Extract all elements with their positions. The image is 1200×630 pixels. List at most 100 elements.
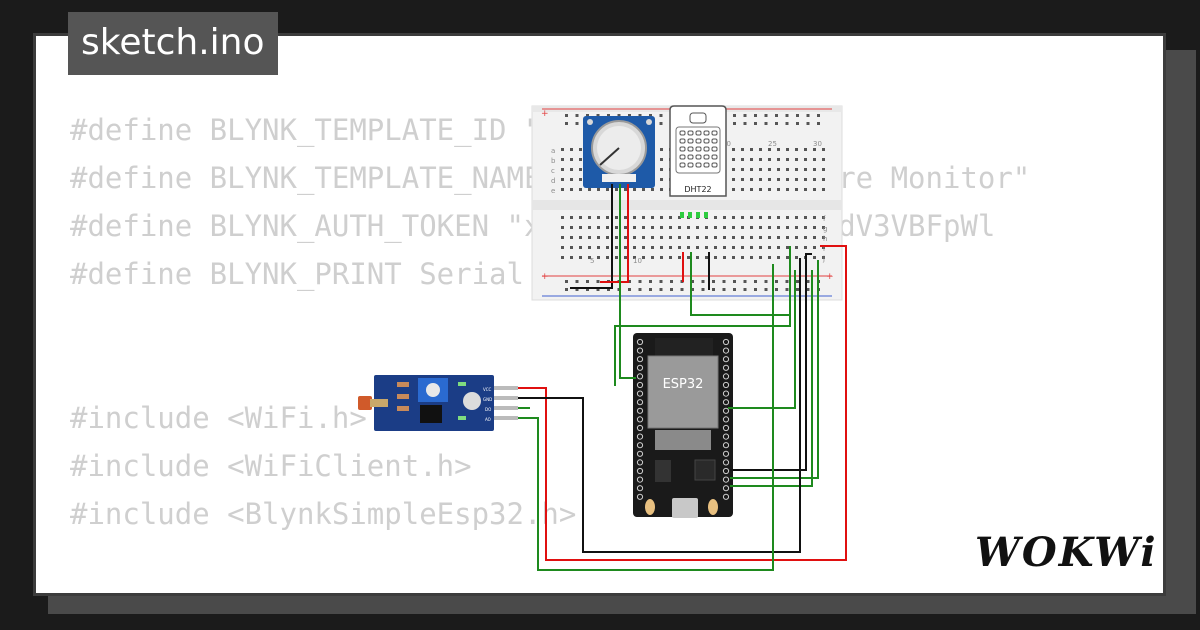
bb-hole xyxy=(606,188,609,191)
bb-hole xyxy=(570,168,573,171)
bb-hole xyxy=(660,246,663,249)
dht22-vent xyxy=(679,146,686,152)
ldr-pin-ao: AO xyxy=(485,417,491,422)
bb-hole xyxy=(732,168,735,171)
file-tab[interactable]: sketch.ino xyxy=(68,12,279,75)
bb-row-f: f xyxy=(823,215,826,223)
bb-hole xyxy=(732,148,735,151)
bb-hole xyxy=(804,158,807,161)
bb-hole xyxy=(579,226,582,229)
bb-hole xyxy=(570,246,573,249)
bb-hole xyxy=(777,158,780,161)
bb-hole xyxy=(733,114,736,117)
bb-hole xyxy=(649,280,652,283)
bb-hole xyxy=(669,226,672,229)
bb-hole xyxy=(561,246,564,249)
bb-hole xyxy=(638,288,642,291)
bb-hole xyxy=(777,178,780,181)
bb-hole xyxy=(741,226,744,229)
esp32-pin xyxy=(722,485,730,492)
bb-hole xyxy=(588,236,591,239)
bb-hole xyxy=(732,236,735,239)
bb-hole xyxy=(804,226,807,229)
dht22-vent xyxy=(679,130,686,136)
dht22-sensor[interactable]: DHT22 xyxy=(669,105,727,218)
bb-row-d: d xyxy=(551,177,555,185)
bb-hole xyxy=(732,256,735,259)
bb-hole xyxy=(615,188,618,191)
bb-hole xyxy=(723,246,726,249)
code-line-8: #include <WiFiClient.h> xyxy=(70,449,472,483)
bb-hole xyxy=(777,148,780,151)
bb-hole xyxy=(795,178,798,181)
bb-hole xyxy=(817,114,820,117)
bb-hole xyxy=(804,148,807,151)
bb-hole xyxy=(768,226,771,229)
bb-hole xyxy=(691,280,694,283)
esp32-pin xyxy=(636,347,644,354)
bb-hole xyxy=(759,188,762,191)
bb-hole xyxy=(723,216,726,219)
bb-hole xyxy=(813,246,816,249)
ldr-module[interactable]: VCC GND DO AO xyxy=(358,375,518,431)
bb-hole xyxy=(579,236,582,239)
bb-row-h: h xyxy=(823,235,827,243)
bb-hole xyxy=(796,280,799,283)
bb-hole xyxy=(615,246,618,249)
bb-hole xyxy=(633,246,636,249)
bb-hole xyxy=(777,246,780,249)
dht22-vent xyxy=(711,138,718,144)
bb-hole xyxy=(795,148,798,151)
bb-hole xyxy=(804,178,807,181)
bb-hole xyxy=(701,288,705,291)
bb-hole xyxy=(759,148,762,151)
code-line-4: #define BLYNK_PRINT Serial xyxy=(70,257,524,291)
esp32-pin xyxy=(722,347,730,354)
bb-hole xyxy=(750,216,753,219)
bb-hole xyxy=(786,188,789,191)
bb-hole xyxy=(795,246,798,249)
dht22-vent xyxy=(695,154,702,160)
esp32-pin xyxy=(636,433,644,440)
bb-hole xyxy=(642,226,645,229)
bb-hole xyxy=(701,280,705,283)
bb-hole xyxy=(822,188,825,191)
bb-hole xyxy=(754,280,757,283)
bb-hole xyxy=(606,226,609,229)
bb-hole xyxy=(561,236,564,239)
bb-hole xyxy=(813,148,816,151)
bb-hole xyxy=(588,256,591,259)
dht22-label: DHT22 xyxy=(684,185,711,194)
bb-hole xyxy=(741,246,744,249)
bb-hole xyxy=(678,246,681,249)
bb-hole xyxy=(642,256,645,259)
bb-hole xyxy=(642,216,645,219)
svg-text:+: + xyxy=(826,272,834,282)
bb-hole xyxy=(561,148,564,151)
bb-hole xyxy=(741,168,744,171)
bb-hole xyxy=(796,114,799,117)
bb-hole xyxy=(561,188,564,191)
esp32-pin xyxy=(722,364,730,371)
bb-hole xyxy=(813,168,816,171)
wire-pot-vcc xyxy=(600,184,629,283)
bb-hole xyxy=(586,114,589,117)
esp32-pin xyxy=(636,381,644,389)
bb-row-b: b xyxy=(551,157,556,165)
bb-hole xyxy=(804,168,807,171)
bb-hole xyxy=(750,178,753,181)
bb-hole xyxy=(759,256,762,259)
bb-hole xyxy=(733,122,736,125)
dht22-vent xyxy=(711,154,718,160)
bb-hole xyxy=(597,236,600,239)
esp32-board[interactable]: ESP32 xyxy=(633,333,733,518)
bb-hole xyxy=(804,236,807,239)
bb-hole xyxy=(786,158,789,161)
bb-hole xyxy=(678,236,681,239)
bb-hole xyxy=(733,280,736,283)
bb-hole xyxy=(651,216,654,219)
bb-hole xyxy=(768,178,771,181)
potentiometer[interactable] xyxy=(583,116,655,188)
bb-hole xyxy=(633,256,636,259)
dht22-vent xyxy=(687,162,694,168)
